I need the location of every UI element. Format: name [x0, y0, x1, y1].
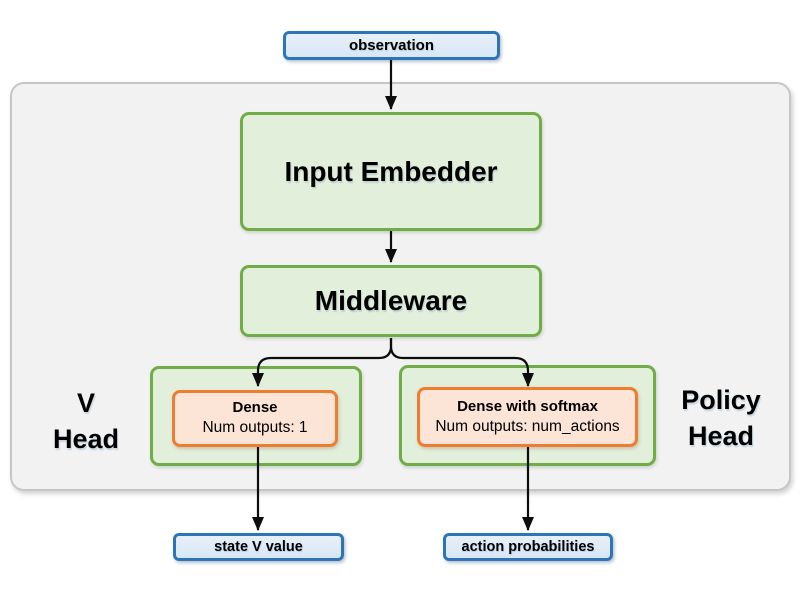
- policy-head-dense-name: Dense with softmax: [457, 397, 598, 415]
- policy-head-label-line1: Policy: [681, 385, 761, 415]
- node-v-head: Dense Num outputs: 1: [150, 366, 362, 466]
- node-v-head-dense-layer: Dense Num outputs: 1: [172, 390, 338, 447]
- v-head-dense-detail: Num outputs: 1: [202, 419, 308, 437]
- v-head-label: V Head: [36, 385, 136, 457]
- v-head-dense-name: Dense: [232, 399, 278, 417]
- policy-head-label-line2: Head: [687, 421, 755, 451]
- node-action-probabilities-label: action probabilities: [461, 539, 595, 555]
- node-input-embedder-label: Input Embedder: [284, 155, 498, 187]
- v-head-label-line2: Head: [52, 424, 120, 454]
- node-middleware: Middleware: [240, 265, 542, 337]
- policy-head-dense-detail: Num outputs: num_actions: [435, 417, 620, 435]
- node-state-v-value-label: state V value: [214, 539, 303, 555]
- node-observation: observation: [283, 31, 500, 60]
- node-observation-label: observation: [348, 37, 435, 54]
- node-action-probabilities: action probabilities: [443, 533, 613, 561]
- policy-head-label: Policy Head: [660, 382, 782, 454]
- node-state-v-value: state V value: [173, 533, 344, 561]
- node-policy-head: Dense with softmax Num outputs: num_acti…: [399, 365, 656, 466]
- v-head-label-line1: V: [76, 388, 95, 418]
- node-policy-head-dense-layer: Dense with softmax Num outputs: num_acti…: [417, 387, 638, 447]
- node-input-embedder: Input Embedder: [240, 112, 542, 231]
- node-middleware-label: Middleware: [314, 285, 468, 316]
